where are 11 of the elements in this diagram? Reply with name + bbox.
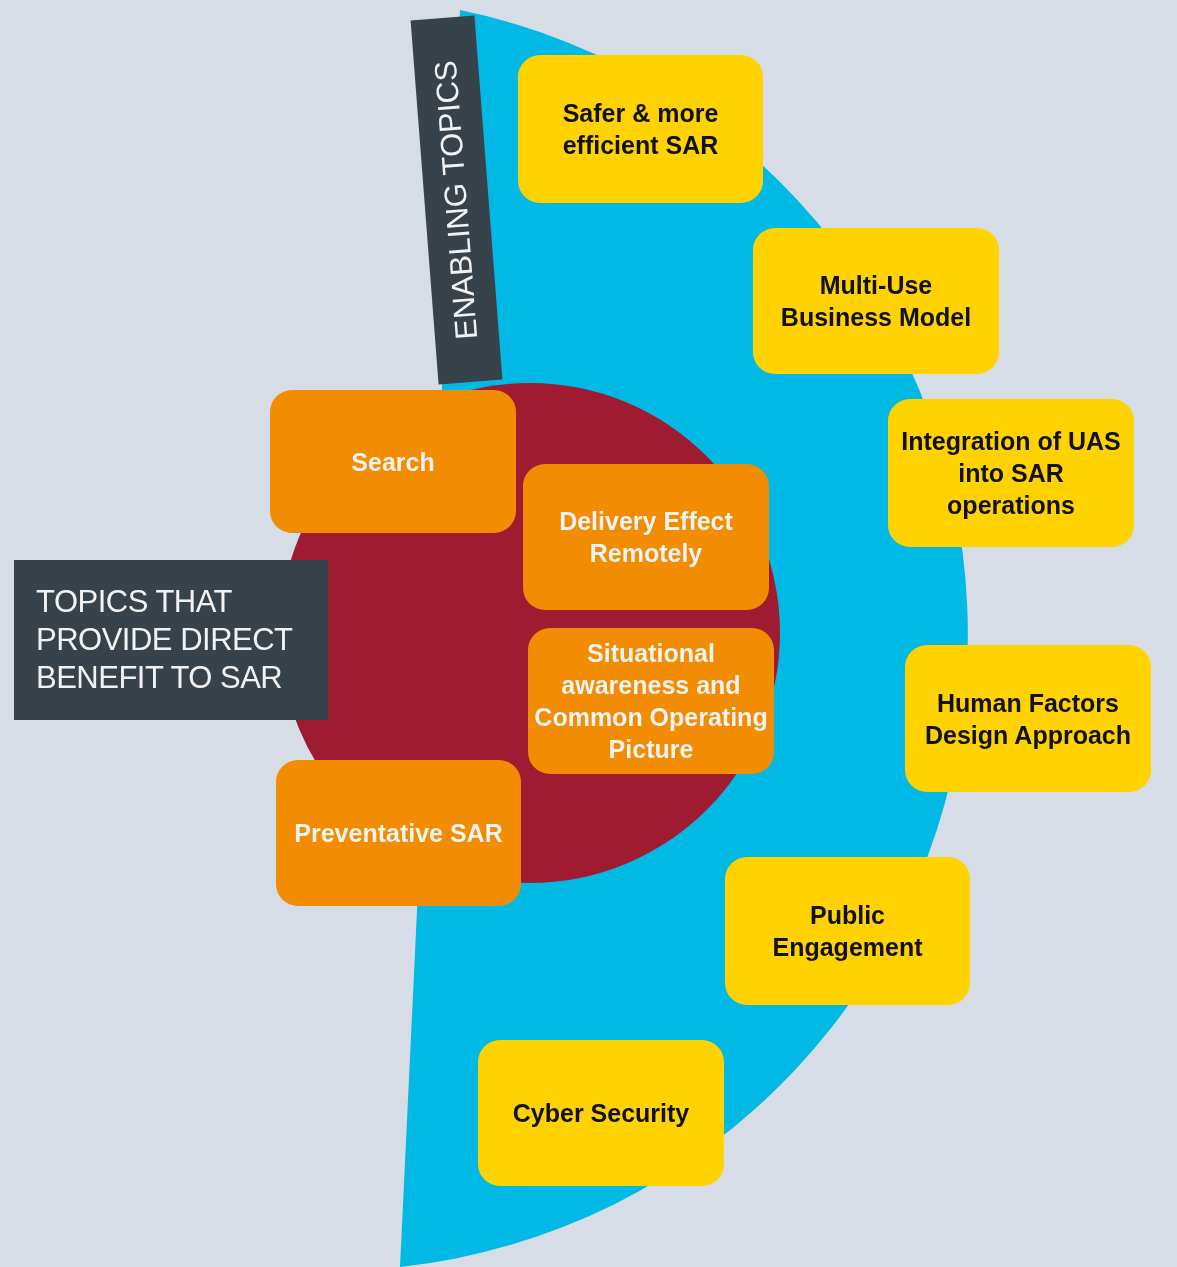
heading-label: TOPICS THAT PROVIDE DIRECT BENEFIT TO SAR [14,560,328,720]
benefit-box: Delivery Effect Remotely [523,464,769,610]
topic-box: Safer & more efficient SAR [518,55,763,203]
topic-box: Integration of UAS into SAR operations [888,399,1134,547]
benefit-box: Situational awareness and Common Operating Picture [528,628,774,774]
topic-box: Public Engagement [725,857,970,1005]
benefit-box: Search [270,390,516,533]
topic-box: Cyber Security [478,1040,724,1186]
benefit-box: Preventative SAR [276,760,521,906]
topic-box: Human Factors Design Approach [905,645,1151,792]
topic-box: Multi-Use Business Model [753,228,999,374]
